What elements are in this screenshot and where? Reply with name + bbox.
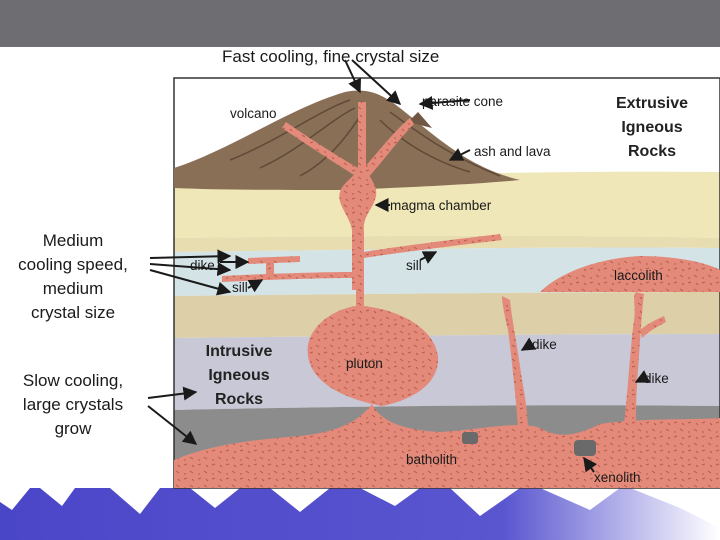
intrusive-line-1: Intrusive: [206, 343, 273, 360]
label-batholith: batholith: [406, 452, 457, 467]
medium-line-4: crystal size: [31, 303, 115, 322]
intrusive-title: Intrusive Igneous Rocks: [206, 343, 273, 408]
xenolith-block-1: [462, 432, 478, 444]
main-conduit: [339, 102, 377, 290]
header-title: Fast cooling, fine crystal size: [222, 47, 439, 66]
label-dike-mid: dike: [532, 337, 557, 352]
slow-line-3: grow: [55, 419, 93, 438]
footer-decoration: [0, 488, 720, 540]
extrusive-line-1: Extrusive: [616, 95, 688, 112]
xenolith-block-2: [574, 440, 596, 456]
title-bar: [0, 0, 720, 47]
pluton-shape: [307, 272, 439, 406]
medium-line-2: cooling speed,: [18, 255, 128, 274]
intrusive-line-3: Rocks: [215, 391, 263, 408]
label-parasite-cone: parasite cone: [422, 94, 503, 109]
parasite-cone-shape: [408, 112, 432, 128]
label-xenolith: xenolith: [594, 470, 641, 485]
label-ash-and-lava: ash and lava: [474, 144, 551, 159]
label-magma-chamber: magma chamber: [390, 198, 492, 213]
extrusive-title: Extrusive Igneous Rocks: [616, 95, 688, 160]
sill-upper: [364, 234, 502, 258]
medium-line-3: medium: [43, 279, 103, 298]
label-sill-left: sill: [232, 280, 248, 295]
dike-mid-shape: [502, 296, 528, 428]
dike-right-shape: [624, 292, 644, 424]
label-dike-right: dike: [644, 371, 669, 386]
label-dike-left: dike: [190, 258, 215, 273]
label-laccolith: laccolith: [614, 268, 663, 283]
tan-layer: [174, 292, 720, 338]
extrusive-line-3: Rocks: [628, 143, 676, 160]
slow-line-1: Slow cooling,: [23, 371, 123, 390]
laccolith-shape: [540, 256, 720, 292]
label-pluton: pluton: [346, 356, 383, 371]
medium-line-1: Medium: [43, 231, 103, 250]
label-volcano: volcano: [230, 106, 277, 121]
volcano-cone: [174, 90, 520, 190]
extrusive-line-2: Igneous: [621, 119, 682, 136]
medium-cooling-label: Medium cooling speed, medium crystal siz…: [18, 231, 128, 322]
arrows: [147, 59, 651, 473]
slow-cooling-label: Slow cooling, large crystals grow: [23, 371, 123, 438]
label-sill-right: sill: [406, 258, 422, 273]
intrusive-line-2: Igneous: [208, 367, 269, 384]
slow-line-2: large crystals: [23, 395, 123, 414]
